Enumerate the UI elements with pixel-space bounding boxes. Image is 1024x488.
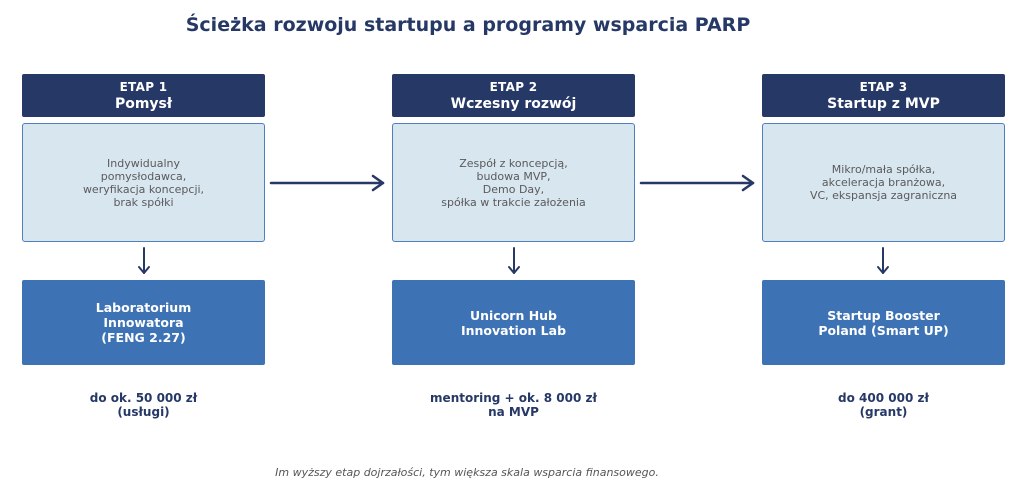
stage-3-amount: do 400 000 zł (grant)	[838, 391, 929, 419]
stage-2-description-box: Zespół z koncepcją, budowa MVP, Demo Day…	[392, 123, 635, 242]
arrow-down-stage-1	[138, 247, 150, 274]
arrow-down-stage-2	[508, 247, 520, 274]
stage-2-header: ETAP 2 Wczesny rozwój	[392, 74, 635, 117]
stage-1-description-box: Indywidualny pomysłodawca, weryfikacja k…	[22, 123, 265, 242]
stage-1-program-box: Laboratorium Innowatora (FENG 2.27)	[22, 280, 265, 365]
stage-2-program: Unicorn Hub Innovation Lab	[460, 307, 567, 338]
stage-3-description: Mikro/mała spółka, akceleracja branżowa,…	[809, 163, 958, 202]
diagram-title: Ścieżka rozwoju startupu a programy wspa…	[185, 14, 751, 36]
stage-1-number: ETAP 1	[119, 80, 168, 94]
stage-2-description: Zespół z koncepcją, budowa MVP, Demo Day…	[441, 156, 586, 209]
stage-2-amount: mentoring + ok. 8 000 zł na MVP	[430, 391, 597, 419]
stage-2-name: Wczesny rozwój	[450, 96, 577, 112]
stage-2-program-box: Unicorn Hub Innovation Lab	[392, 280, 635, 365]
stage-1-program: Laboratorium Innowatora (FENG 2.27)	[95, 300, 192, 345]
stage-1-name: Pomysł	[114, 96, 173, 112]
stage-3-program: Startup Booster Poland (Smart UP)	[818, 307, 949, 338]
stage-3-program-box: Startup Booster Poland (Smart UP)	[762, 280, 1005, 365]
arrow-stage-2-to-3	[639, 174, 755, 192]
stage-3-header: ETAP 3 Startup z MVP	[762, 74, 1005, 117]
stage-3-description-box: Mikro/mała spółka, akceleracja branżowa,…	[762, 123, 1005, 242]
stage-1-amount: do ok. 50 000 zł (usługi)	[89, 391, 198, 419]
footer-note: Im wyższy etap dojrzałości, tym większa …	[275, 466, 659, 479]
stage-3-name: Startup z MVP	[827, 96, 940, 112]
arrow-stage-1-to-2	[269, 174, 385, 192]
stage-1-header: ETAP 1 Pomysł	[22, 74, 265, 117]
stage-1-description: Indywidualny pomysłodawca, weryfikacja k…	[82, 156, 205, 209]
stage-2-number: ETAP 2	[489, 80, 538, 94]
arrow-down-stage-3	[877, 247, 889, 274]
stage-3-number: ETAP 3	[859, 80, 908, 94]
